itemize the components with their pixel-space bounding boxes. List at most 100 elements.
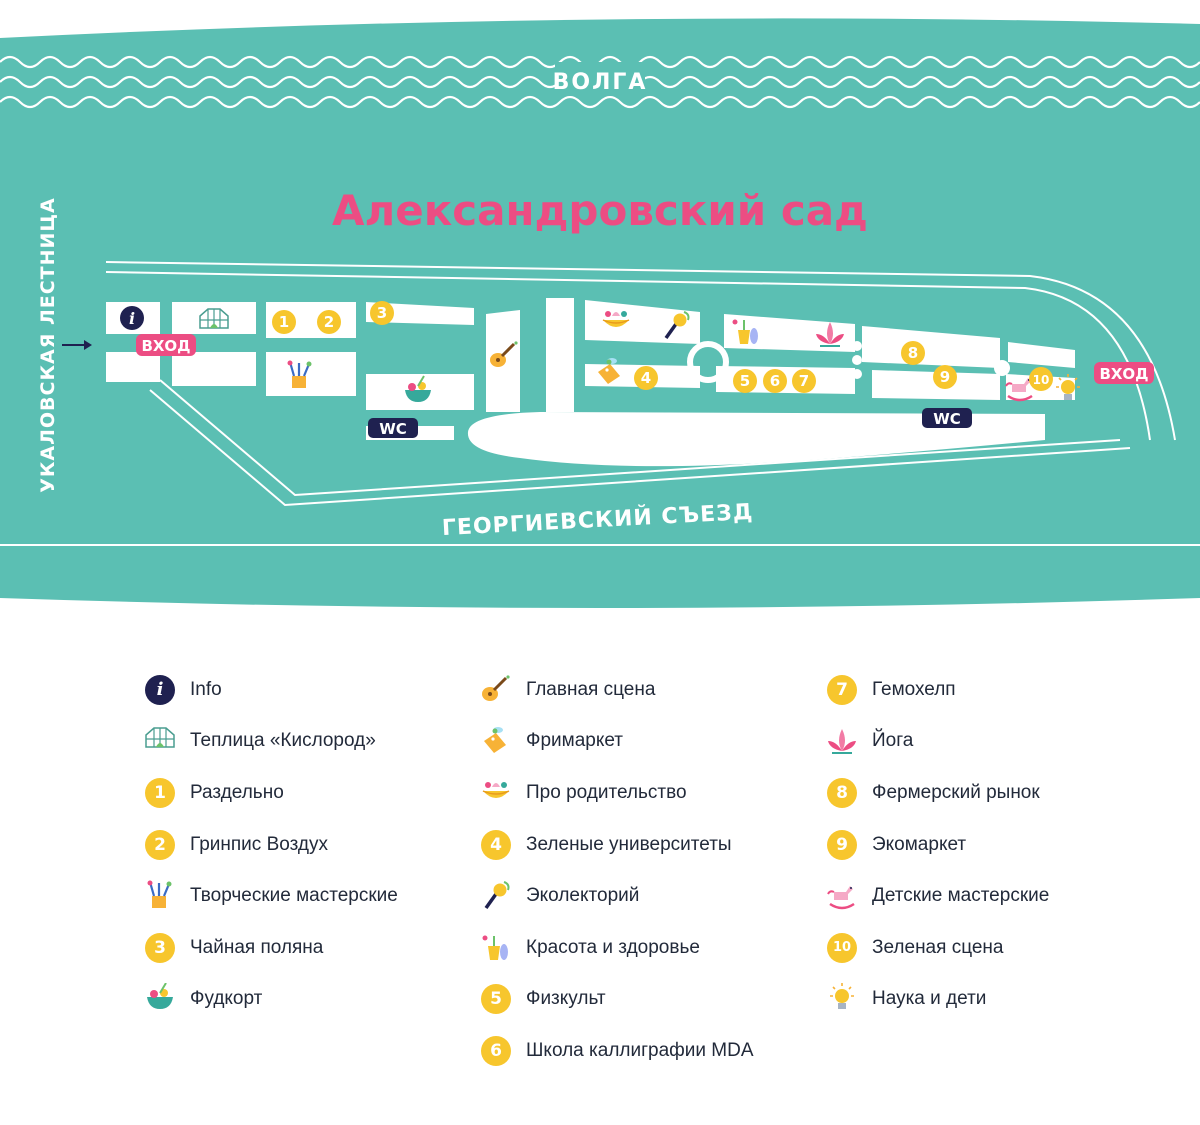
svg-text:1: 1 <box>279 313 289 331</box>
number-badge: 10 <box>827 932 857 963</box>
legend-label: Про родительство <box>526 781 687 803</box>
svg-text:5: 5 <box>740 372 750 390</box>
legend-label: Теплица «Кислород» <box>190 730 376 752</box>
entrance-right: ВХОД <box>1094 362 1154 384</box>
number-badge: 4 <box>481 829 511 860</box>
legend-label: Эколекторий <box>526 885 640 907</box>
map-marker-7: 7 <box>792 369 816 393</box>
legend-label: Фермерский рынок <box>872 781 1040 803</box>
guitar-icon <box>480 673 512 706</box>
wc-right: WC <box>922 408 972 428</box>
map-title: Александровский сад <box>332 186 868 235</box>
map-marker-10: 10 <box>1029 367 1053 391</box>
legend-label: Зеленые университеты <box>526 833 732 855</box>
legend-label: Фудкорт <box>190 988 263 1010</box>
number-badge: 1 <box>145 777 175 808</box>
legend-item: Йога <box>826 716 1049 768</box>
greenhouse-icon <box>144 725 176 757</box>
number-badge-icon: 8 <box>826 777 858 809</box>
legend-label: Чайная поляна <box>190 936 324 958</box>
map-marker-6: 6 <box>763 369 787 393</box>
legend-item: 10 Зеленая сцена <box>826 922 1049 974</box>
legend-label: Раздельно <box>190 781 284 803</box>
legend-item: Наука и дети <box>826 974 1049 1026</box>
microphone-icon <box>480 880 512 912</box>
legend-item: 8 Фермерский рынок <box>826 767 1049 819</box>
svg-text:2: 2 <box>324 313 334 331</box>
svg-text:6: 6 <box>770 372 780 390</box>
beauty-icon <box>480 932 512 964</box>
map-marker-1: 1 <box>272 310 296 334</box>
number-badge-icon: 10 <box>826 932 858 964</box>
legend-label: Школа каллиграфии MDA <box>526 1039 754 1061</box>
legend-label: Детские мастерские <box>872 885 1050 907</box>
legend-item: Теплица «Кислород» <box>144 716 398 768</box>
legend-item: 7 Гемохелп <box>826 664 1049 716</box>
legend-label: Гринпис Воздух <box>190 833 328 855</box>
number-badge: 5 <box>481 984 511 1015</box>
legend-item: 6 Школа каллиграфии MDA <box>480 1025 754 1077</box>
left-street-label: УКАЛОВСКАЯ ЛЕСТНИЦА <box>37 197 59 493</box>
legend-label: Info <box>190 678 222 700</box>
food-bowl-icon <box>144 983 176 1015</box>
svg-text:7: 7 <box>799 372 809 390</box>
number-badge: 9 <box>827 829 857 860</box>
lightbulb-icon <box>826 983 858 1015</box>
number-badge-icon: 3 <box>144 932 176 964</box>
wc-left: WC <box>368 418 418 438</box>
legend-label: Физкульт <box>526 988 606 1010</box>
legend-label: Творческие мастерские <box>190 885 398 907</box>
legend-label: Фримаркет <box>526 730 623 752</box>
legend-item: 9 Экомаркет <box>826 819 1049 871</box>
svg-text:10: 10 <box>1033 373 1050 387</box>
brushes-icon <box>144 880 176 912</box>
number-badge-icon: 7 <box>826 674 858 706</box>
map-marker-5: 5 <box>733 369 757 393</box>
legend-label: Главная сцена <box>526 678 656 700</box>
info-badge: i <box>145 674 175 705</box>
map-marker-4: 4 <box>634 366 658 390</box>
legend-label: Наука и дети <box>872 988 987 1010</box>
legend-label: Зеленая сцена <box>872 936 1004 958</box>
legend-item: 3 Чайная поляна <box>144 922 398 974</box>
map-info-marker: i <box>120 306 144 330</box>
number-badge-icon: 9 <box>826 829 858 861</box>
svg-text:9: 9 <box>940 368 950 386</box>
number-badge-icon: 5 <box>480 983 512 1015</box>
legend-item: 2 Гринпис Воздух <box>144 819 398 871</box>
svg-text:WC: WC <box>379 420 407 438</box>
river-label: ВОЛГА <box>553 70 648 95</box>
map-marker-9: 9 <box>933 365 957 389</box>
legend-item: Главная сцена <box>480 664 754 716</box>
number-badge: 2 <box>145 829 175 860</box>
info-icon: i <box>144 674 176 706</box>
legend-item: Эколекторий <box>480 870 754 922</box>
roads <box>0 261 1200 546</box>
number-badge: 3 <box>145 932 175 963</box>
legend-item: Фримаркет <box>480 716 754 768</box>
svg-text:ВХОД: ВХОД <box>1099 365 1148 383</box>
number-badge: 6 <box>481 1035 511 1066</box>
legend-item: Творческие мастерские <box>144 870 398 922</box>
number-badge: 7 <box>827 674 857 705</box>
legend-label: Гемохелп <box>872 678 956 700</box>
svg-text:8: 8 <box>908 344 918 362</box>
legend-item: 1 Раздельно <box>144 767 398 819</box>
entrance-left: ВХОД <box>136 334 196 356</box>
legend-label: Экомаркет <box>872 833 967 855</box>
number-badge: 8 <box>827 777 857 808</box>
cradle-icon <box>480 777 512 809</box>
legend-item: 4 Зеленые университеты <box>480 819 754 871</box>
map-marker-2: 2 <box>317 310 341 334</box>
number-badge-icon: 6 <box>480 1035 512 1067</box>
legend-item: i Info <box>144 664 398 716</box>
legend-item: Про родительство <box>480 767 754 819</box>
svg-text:ВХОД: ВХОД <box>141 337 190 355</box>
rocking-horse-icon <box>826 880 858 912</box>
legend-label: Йога <box>872 730 914 752</box>
svg-text:WC: WC <box>933 410 961 428</box>
number-badge-icon: 2 <box>144 829 176 861</box>
